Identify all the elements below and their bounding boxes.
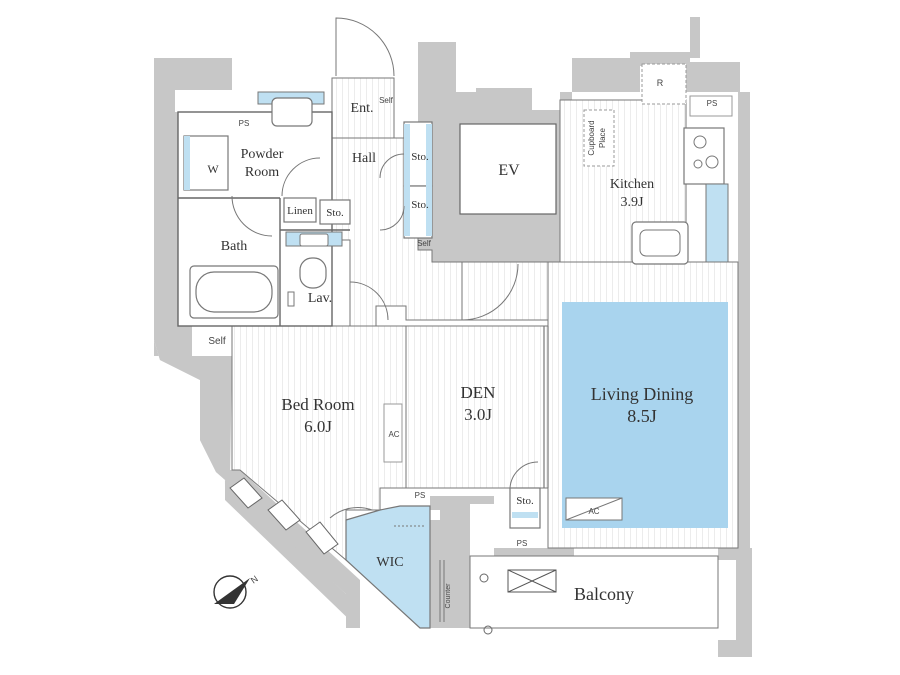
label-washer: W: [207, 162, 219, 176]
label-bedroom: Bed Room: [281, 395, 354, 414]
label-ac-bedroom: AC: [388, 430, 399, 439]
label-powder-2: Room: [245, 165, 279, 180]
compass: [213, 575, 250, 609]
label-lav: Lav.: [308, 291, 332, 306]
label-bath: Bath: [221, 239, 247, 254]
label-kitchen-size: 3.9J: [621, 195, 645, 210]
label-ps-kitchen: PS: [707, 99, 718, 108]
label-self-bath: Self: [208, 336, 225, 347]
label-cupboard-1: Cupboard: [587, 120, 596, 155]
elevator-shaft: [459, 123, 557, 215]
label-entrance: Ent.: [351, 101, 374, 116]
label-ps-den: PS: [517, 539, 528, 548]
label-self-hall: Self: [417, 239, 432, 248]
label-storage-den: Sto.: [516, 495, 534, 507]
wet-area: [177, 91, 389, 327]
label-counter: Counter: [445, 583, 452, 609]
living-carpet: [562, 302, 728, 528]
label-living: Living Dining: [591, 384, 694, 404]
lav-toilet: [299, 257, 327, 289]
label-ps-wic: PS: [415, 491, 426, 500]
label-kitchen: Kitchen: [610, 177, 654, 192]
label-bedroom-size: 6.0J: [304, 417, 332, 436]
label-fridge: R: [657, 78, 664, 88]
label-living-size: 8.5J: [627, 406, 657, 426]
hall-storage: [379, 121, 433, 239]
balcony-fixtures: [470, 555, 718, 635]
label-storage-3: Sto.: [326, 207, 344, 219]
label-ps-powder: PS: [239, 119, 250, 128]
bathtub: [195, 271, 273, 313]
entrance-door: [335, 17, 395, 77]
label-powder-1: Powder: [241, 147, 284, 162]
label-cupboard-2: Place: [598, 127, 607, 148]
label-wic: WIC: [376, 555, 403, 570]
label-balcony: Balcony: [574, 584, 634, 604]
label-compass-north: N: [249, 574, 260, 586]
label-storage-2: Sto.: [411, 199, 429, 211]
stove: [683, 127, 725, 185]
label-self-ent: Self: [379, 96, 394, 105]
kitchen-fixtures: [583, 63, 733, 265]
label-ac-living: AC: [588, 507, 599, 516]
label-linen: Linen: [287, 205, 313, 217]
ld-door: [461, 262, 519, 321]
den-fixtures: [509, 326, 549, 529]
wic-area: [329, 505, 445, 629]
bedroom-ac: [383, 403, 403, 463]
label-ev: EV: [498, 162, 520, 179]
label-hall: Hall: [352, 151, 376, 166]
label-storage-1: Sto.: [411, 151, 429, 163]
toilet: [271, 97, 313, 127]
washer-space: [183, 135, 229, 191]
label-den: DEN: [461, 383, 496, 402]
bedroom-windows: [229, 477, 339, 555]
label-den-size: 3.0J: [464, 405, 492, 424]
